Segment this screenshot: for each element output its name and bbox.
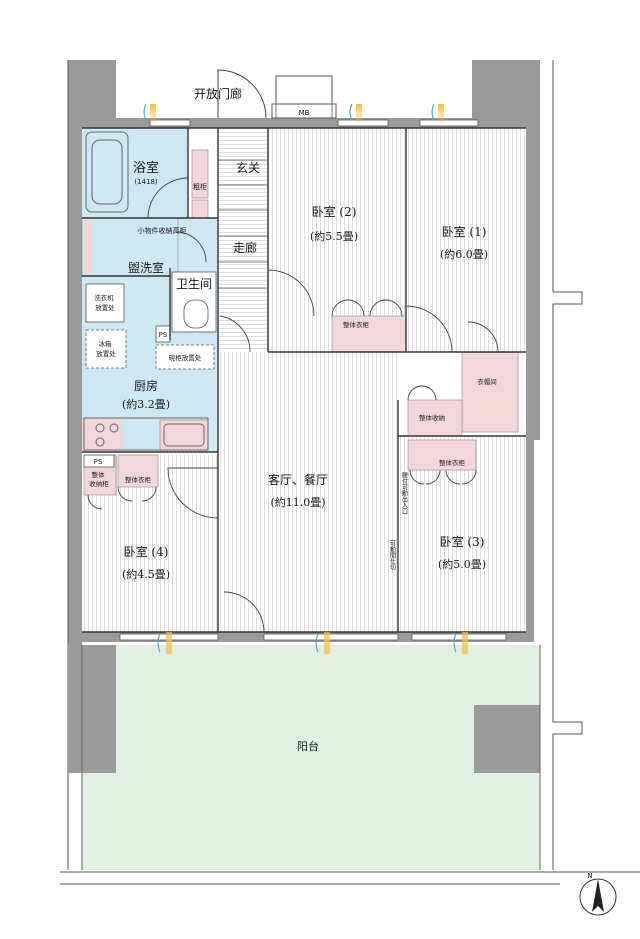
kitchen-counter — [83, 417, 209, 451]
interior-walls — [82, 127, 526, 633]
washer-label: 洗衣机 放置处 — [94, 293, 116, 312]
bed1-storage-label: 整体收納 — [419, 413, 445, 422]
bed2-size: (約5.5畳) — [310, 229, 358, 243]
ps-box — [83, 454, 115, 468]
living-label: 客厅、餐厅 — [268, 472, 328, 487]
fridge-label: 冰箱 放置处 — [96, 339, 116, 358]
compass-arrow-icon — [592, 879, 604, 912]
entrance-door — [217, 69, 267, 119]
door-swings — [87, 177, 499, 633]
balcony-label: 阳台 — [297, 739, 319, 753]
ps2-label: PS — [94, 458, 103, 466]
closet4a-label: 整体 收纳柜 — [89, 470, 109, 488]
hallway-label: 走廊 — [233, 240, 257, 255]
bed2-closet-label: 整体衣柜 — [343, 320, 370, 329]
storage-areas — [81, 149, 519, 496]
bed4-label: 卧室 (4) — [124, 544, 169, 559]
toilet-label: 卫生间 — [176, 277, 212, 291]
washer-label-line2: 放置处 — [95, 303, 115, 312]
bed3-closet-label: 整体衣柜 — [439, 458, 466, 467]
cupboard-label: 碗柜放置处 — [169, 353, 202, 362]
bed4-size: (約4.5畳) — [122, 567, 170, 581]
bed2-label: 卧室 (2) — [312, 204, 357, 219]
kitchen-size: (約3.2畳) — [122, 397, 170, 411]
storage-small-label: 粗柜 — [193, 182, 207, 191]
fridge-label-line1: 冰箱 — [98, 339, 112, 348]
washer-label-line1: 洗衣机 — [94, 293, 114, 302]
living-size: (約11.0畳) — [270, 495, 325, 509]
bath-size: (1418) — [134, 178, 158, 186]
small-shelf-label: 小物件收納高柜 — [138, 226, 187, 235]
compass: N — [579, 872, 617, 916]
bath-label: 浴室 — [133, 160, 159, 176]
compass-label: N — [587, 872, 592, 880]
bed3-size: (約5.0畳) — [438, 557, 486, 571]
ps1-label: PS — [159, 331, 168, 339]
entrance-label: 玄关 — [236, 160, 260, 175]
closet4a-line2: 收纳柜 — [89, 479, 109, 488]
wic-label: 衣帽间 — [477, 377, 497, 386]
entrance-steps — [218, 159, 268, 289]
mb-label: MB — [299, 109, 310, 117]
partition-b-label: 腰付可動出入口 — [401, 472, 408, 515]
vent-marks — [143, 103, 468, 654]
fridge-label-line2: 放置处 — [96, 349, 116, 358]
room-floors — [82, 128, 526, 632]
washroom-label: 盥洗室 — [128, 260, 164, 275]
site-outline — [60, 60, 640, 885]
closet4b-label: 整体衣柜 — [125, 475, 152, 484]
partition-a-label: 可動間仕切 — [389, 540, 396, 571]
kitchen-label: 厨房 — [134, 378, 158, 393]
bed1-size: (約6.0畳) — [440, 247, 488, 261]
balcony — [68, 645, 541, 870]
toilet — [171, 271, 217, 333]
bed3-label: 卧室 (3) — [440, 534, 485, 549]
bathtub — [85, 131, 129, 213]
bed1-label: 卧室 (1) — [442, 224, 487, 239]
closet4a-line1: 整体 — [91, 470, 105, 479]
meter-box — [271, 75, 337, 119]
